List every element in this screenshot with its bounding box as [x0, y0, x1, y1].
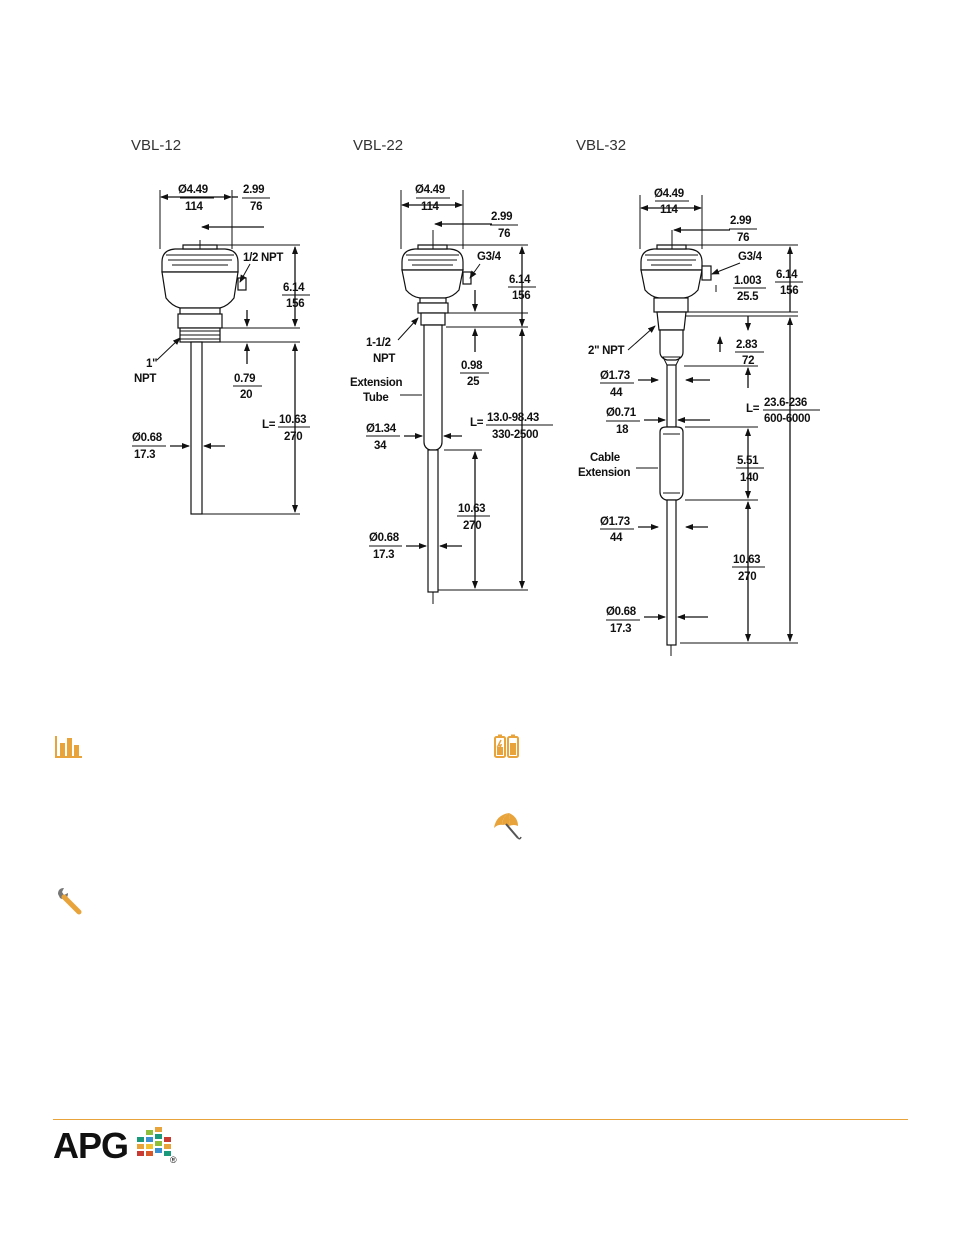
vbl-12-thread-b: NPT — [134, 373, 156, 385]
vbl-32-thread-len: 2.83 — [736, 339, 757, 351]
vbl-12-housing — [161, 244, 247, 515]
vbl-32-conduit-label: G3/4 — [738, 251, 763, 263]
vbl-22-height: 6.14 — [509, 274, 531, 286]
vbl-22-ext-a: Extension — [350, 377, 403, 389]
vbl-22-thread-len-mm: 25 — [467, 376, 480, 388]
vbl-22-length-mm: 330-2500 — [492, 429, 538, 441]
vbl-22-conduit-label: G3/4 — [477, 251, 502, 263]
battery-icon — [494, 734, 519, 758]
vbl-22-l-prefix: L= — [470, 417, 484, 429]
vbl-22-offset: 2.99 — [491, 211, 512, 223]
registered-mark: ® — [170, 1155, 177, 1165]
vbl-12-offset-mm: 76 — [250, 201, 262, 213]
vbl-32-probe-len-mm: 270 — [738, 571, 756, 583]
vbl-32-weight2-dia-mm: 44 — [610, 532, 623, 544]
vbl-12-head-dia: Ø4.49 — [178, 184, 208, 196]
vbl-32-conduit-height-mm: 25.5 — [737, 291, 759, 303]
vbl-32-probe-dia: Ø0.68 — [606, 606, 637, 618]
apg-logo-text: APG — [53, 1125, 129, 1166]
vbl-32-l-prefix: L= — [746, 403, 760, 415]
vbl-22-height-mm: 156 — [512, 290, 530, 302]
apg-logo-mark — [137, 1127, 171, 1156]
vbl-32-length: 23.6-236 — [764, 397, 807, 409]
vbl-32-height-mm: 156 — [780, 285, 798, 297]
vbl-12-length-mm: 270 — [284, 431, 302, 443]
vbl-22-housing — [401, 244, 472, 604]
vbl-22-offset-mm: 76 — [498, 228, 510, 240]
vbl-12-head-dia-mm: 114 — [185, 201, 204, 213]
vbl-22-thread-a: 1-1/2 — [366, 337, 391, 349]
wrench-icon — [58, 888, 82, 915]
model-title-vbl-12: VBL-12 — [131, 137, 182, 154]
dimension-drawings: Ø4.49 114 2.99 76 1/2 NPT 6.14 156 0.79 … — [132, 184, 820, 656]
footer-rule — [53, 1119, 908, 1120]
vbl-32-weight-dia: Ø1.73 — [600, 370, 630, 382]
model-title-vbl-32: VBL-32 — [576, 137, 627, 154]
vbl-32-thread: 2" NPT — [588, 345, 625, 357]
vbl-32-head-dia-mm: 114 — [660, 204, 679, 216]
vbl-32-conduit-height: 1.003 — [734, 275, 761, 287]
drawing-vbl-22: Ø4.49 114 2.99 76 G3/4 6.14 156 0.98 25 … — [350, 184, 553, 604]
vbl-32-offset: 2.99 — [730, 215, 751, 227]
vbl-22-thread-len: 0.98 — [461, 360, 483, 372]
vbl-32-cable-dia-mm: 18 — [616, 424, 629, 436]
vbl-32-probe-dia-mm: 17.3 — [610, 623, 631, 635]
vbl-32-length-mm: 600-6000 — [764, 413, 810, 425]
vbl-32-housing — [640, 244, 712, 656]
vbl-12-length: 10.63 — [279, 414, 306, 426]
vbl-12-conduit-label: 1/2 NPT — [243, 252, 283, 264]
vbl-12-probe-dia: Ø0.68 — [132, 432, 163, 444]
drawing-vbl-32: Ø4.49 114 2.99 76 G3/4 6.14 156 1.003 25… — [578, 188, 820, 656]
vbl-32-cable-ext-b: Extension — [578, 467, 631, 479]
vbl-32-ext-len-mm: 140 — [740, 472, 758, 484]
vbl-22-ext-dia-mm: 34 — [374, 440, 387, 452]
vbl-12-height-mm: 156 — [286, 298, 304, 310]
vbl-22-head-dia-mm: 114 — [421, 201, 440, 213]
vbl-32-offset-mm: 76 — [737, 232, 749, 244]
vbl-22-thread-b: NPT — [373, 353, 395, 365]
vbl-32-head-dia: Ø4.49 — [654, 188, 684, 200]
vbl-22-probe-len: 10.63 — [458, 503, 485, 515]
umbrella-icon — [494, 813, 522, 840]
vbl-32-thread-len-mm: 72 — [742, 355, 754, 367]
vbl-12-probe-dia-mm: 17.3 — [134, 449, 155, 461]
vbl-32-ext-len: 5.51 — [737, 455, 759, 467]
vbl-22-probe-dia: Ø0.68 — [369, 532, 400, 544]
vbl-12-l-prefix: L= — [262, 419, 276, 431]
vbl-22-probe-dia-mm: 17.3 — [373, 549, 394, 561]
vbl-22-length: 13.0-98.43 — [487, 412, 539, 424]
vbl-12-offset: 2.99 — [243, 184, 264, 196]
vbl-22-ext-b: Tube — [363, 392, 388, 404]
model-title-vbl-22: VBL-22 — [353, 137, 404, 154]
vbl-12-thread-a: 1" — [146, 358, 157, 370]
bar-chart-icon — [55, 736, 82, 758]
drawing-vbl-12: Ø4.49 114 2.99 76 1/2 NPT 6.14 156 0.79 … — [132, 184, 310, 515]
vbl-22-head-dia: Ø4.49 — [415, 184, 445, 196]
vbl-32-weight2-dia: Ø1.73 — [600, 516, 630, 528]
vbl-32-weight-dia-mm: 44 — [610, 387, 623, 399]
vbl-32-height: 6.14 — [776, 269, 798, 281]
vbl-12-height: 6.14 — [283, 282, 305, 294]
vbl-12-thread-len-mm: 20 — [240, 389, 252, 401]
vbl-22-probe-len-mm: 270 — [463, 520, 481, 532]
vbl-32-cable-ext-a: Cable — [590, 452, 620, 464]
vbl-32-probe-len: 10.63 — [733, 554, 760, 566]
vbl-32-cable-dia: Ø0.71 — [606, 407, 637, 419]
vbl-12-thread-len: 0.79 — [234, 373, 255, 385]
vbl-22-ext-dia: Ø1.34 — [366, 423, 397, 435]
